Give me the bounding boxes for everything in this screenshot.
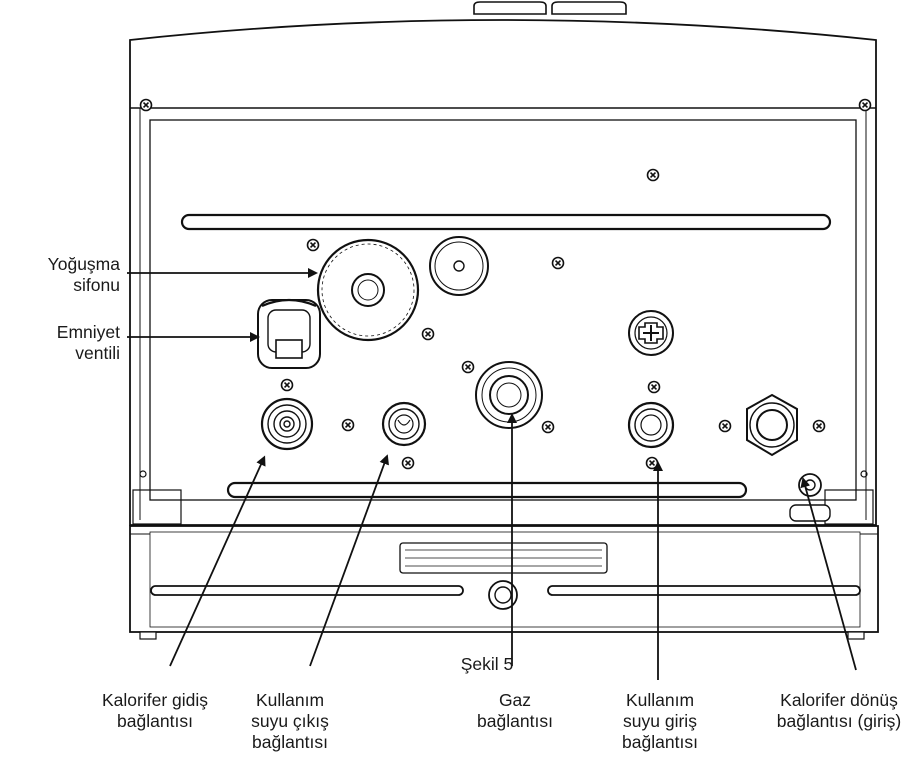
filling-valve: [628, 310, 674, 356]
safety-valve: [257, 298, 321, 369]
gas-fitting: [475, 361, 543, 429]
label-emniyet-ventili: Emniyet ventili: [56, 322, 120, 363]
label-kullanim-suyu-giris: Kullanım suyu giriş bağlantısı: [622, 690, 698, 752]
label-gaz: Gaz bağlantısı: [477, 690, 553, 731]
leader-lines: [127, 268, 857, 680]
label-yogusma-sifonu: Yoğuşma sifonu: [47, 254, 120, 295]
heating-return-fitting: [746, 393, 798, 457]
vent-slots: [180, 213, 832, 499]
label-kalorifer-gidis: Kalorifer gidiş bağlantısı: [101, 690, 209, 731]
dhw-outlet-fitting: [381, 401, 427, 447]
boiler-body: [129, 19, 877, 526]
label-kullanim-suyu-cikis: Kullanım suyu çıkış bağlantısı: [251, 690, 329, 752]
bottom-cover: [129, 525, 879, 640]
label-kalorifer-donus: Kalorifer dönüş bağlantısı (giriş): [776, 690, 902, 731]
top-connectors: [473, 1, 627, 15]
heating-flow-fitting: [260, 397, 314, 451]
condensate-siphon: [316, 236, 489, 342]
dhw-inlet-fitting: [627, 401, 675, 449]
figure-caption: Şekil 5: [460, 654, 514, 674]
